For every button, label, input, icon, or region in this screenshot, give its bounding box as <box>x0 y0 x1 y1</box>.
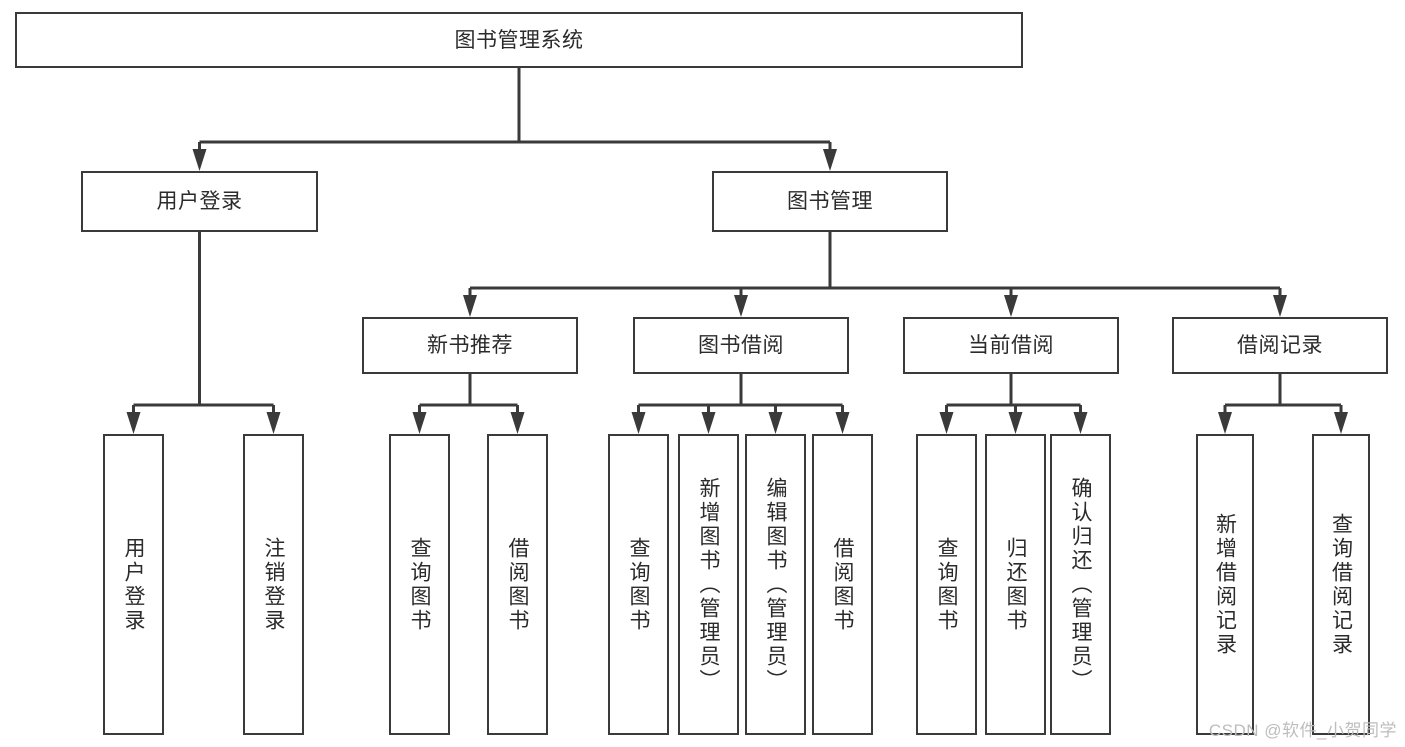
node-records[interactable]: 借阅记录 <box>1172 317 1388 374</box>
watermark: CSDN @软件_小贺同学 <box>1208 721 1397 740</box>
node-label: 查询图书 <box>935 536 958 633</box>
node-borrow-3[interactable]: 编辑图书（管理员） <box>745 434 806 735</box>
node-label: 查询图书 <box>408 536 431 633</box>
node-label: 图书管理系统 <box>454 28 584 52</box>
node-label: 确认归还（管理员） <box>1069 476 1092 693</box>
node-records-1[interactable]: 新增借阅记录 <box>1196 434 1254 735</box>
node-label: 当前借阅 <box>968 334 1054 357</box>
node-label: 注销登录 <box>262 536 285 633</box>
node-borrow-2[interactable]: 新增图书（管理员） <box>678 434 739 735</box>
node-login[interactable]: 用户登录 <box>81 171 318 232</box>
node-label: 用户登录 <box>156 190 243 213</box>
node-newbook[interactable]: 新书推荐 <box>362 317 578 374</box>
node-borrow[interactable]: 图书借阅 <box>633 317 849 374</box>
node-login-1[interactable]: 用户登录 <box>103 434 164 735</box>
node-label: 借阅记录 <box>1237 334 1323 357</box>
node-login-2[interactable]: 注销登录 <box>243 434 304 735</box>
node-label: 图书借阅 <box>698 334 784 357</box>
node-label: 新书推荐 <box>427 334 513 357</box>
node-label: 查询借阅记录 <box>1329 512 1353 657</box>
node-label: 借阅图书 <box>506 536 529 633</box>
node-borrow-4[interactable]: 借阅图书 <box>812 434 873 735</box>
node-label: 编辑图书（管理员） <box>764 476 787 693</box>
node-newbook-2[interactable]: 借阅图书 <box>487 434 548 735</box>
node-label: 归还图书 <box>1004 536 1027 633</box>
node-label: 用户登录 <box>122 536 145 633</box>
node-bookmgmt[interactable]: 图书管理 <box>712 171 948 232</box>
node-label: 借阅图书 <box>831 536 854 633</box>
node-label: 图书管理 <box>787 190 873 213</box>
node-label: 新增图书（管理员） <box>697 476 720 693</box>
node-root[interactable]: 图书管理系统 <box>15 12 1023 68</box>
node-current[interactable]: 当前借阅 <box>903 317 1119 374</box>
node-current-3[interactable]: 确认归还（管理员） <box>1050 434 1111 735</box>
node-label: 查询图书 <box>627 536 650 633</box>
node-label: 新增借阅记录 <box>1213 512 1237 657</box>
node-current-2[interactable]: 归还图书 <box>985 434 1046 735</box>
node-newbook-1[interactable]: 查询图书 <box>389 434 450 735</box>
node-borrow-1[interactable]: 查询图书 <box>608 434 669 735</box>
node-records-2[interactable]: 查询借阅记录 <box>1312 434 1370 735</box>
node-current-1[interactable]: 查询图书 <box>916 434 977 735</box>
